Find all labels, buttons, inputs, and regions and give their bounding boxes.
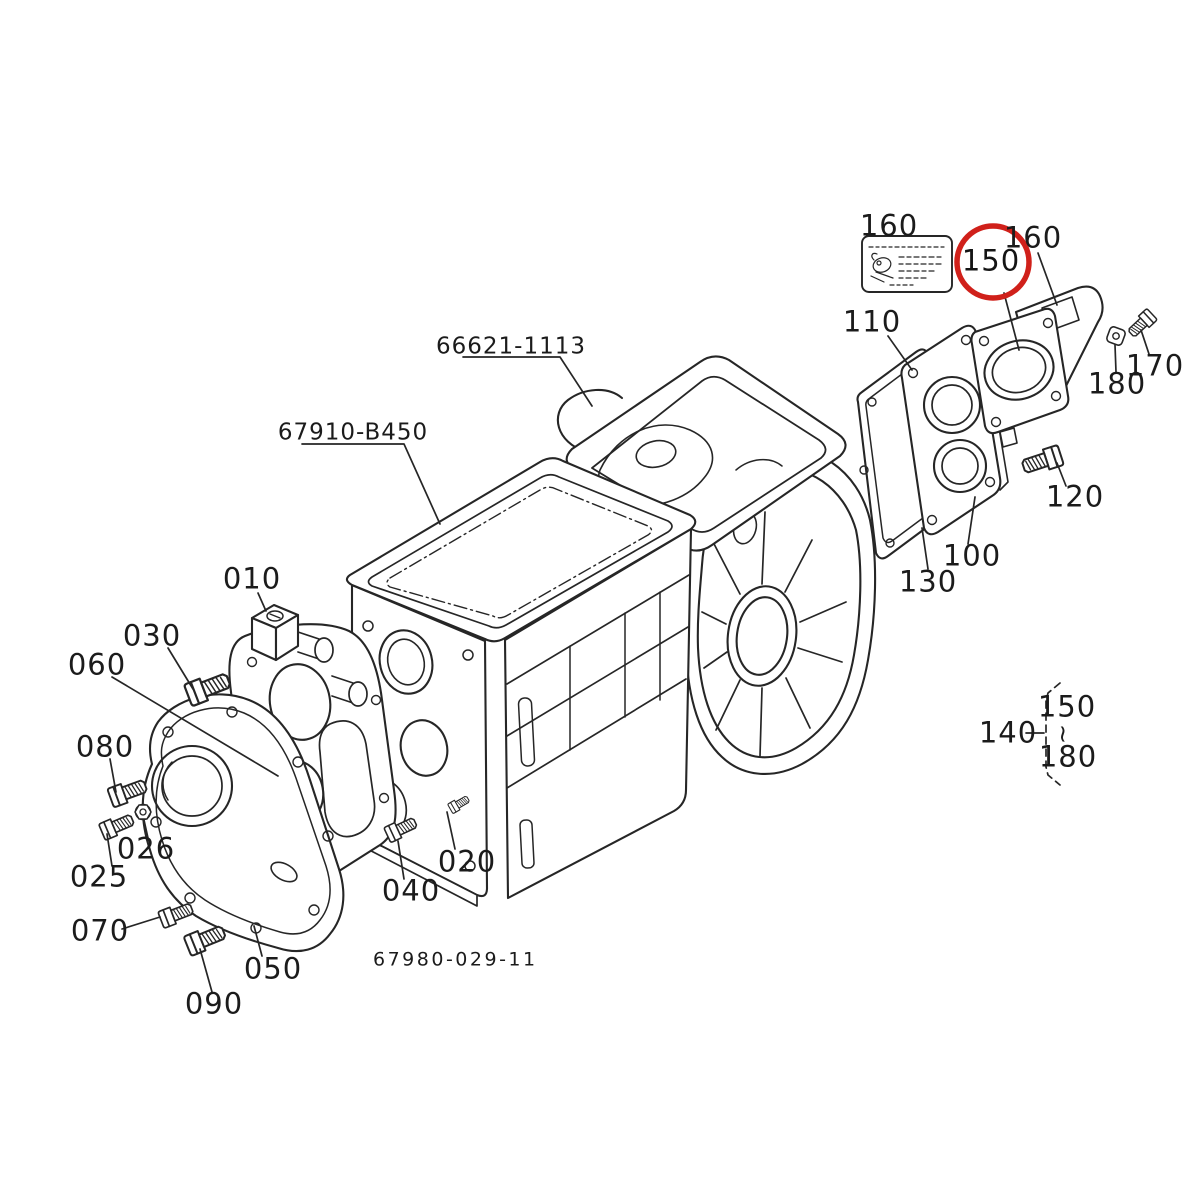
- callout-150-highlighted: 150: [961, 243, 1021, 278]
- callout-040: 040: [381, 873, 441, 908]
- callout-050: 050: [243, 951, 303, 986]
- callout-130: 130: [898, 564, 958, 599]
- bolt-120: [1019, 443, 1065, 478]
- range-to-180: 180: [1038, 739, 1098, 774]
- callout-030: 030: [122, 618, 182, 653]
- callout-180: 180: [1087, 366, 1147, 401]
- leader-lines: [106, 252, 1150, 993]
- callout-070: 070: [70, 913, 130, 948]
- front-cover-plate-050: [141, 693, 345, 953]
- callout-120: 120: [1045, 479, 1105, 514]
- bolt-090: [182, 921, 229, 958]
- callout-140: 140: [978, 715, 1038, 750]
- callout-160-cover: 160: [1003, 220, 1063, 255]
- bearing-cover-100: [900, 324, 1009, 536]
- callout-080: 080: [75, 729, 135, 764]
- caution-decal: [861, 235, 953, 293]
- range-from-150: 150: [1037, 689, 1097, 724]
- range-bracket: [1045, 682, 1061, 786]
- highlight-circle: [954, 223, 1032, 301]
- bolt-070: [157, 899, 196, 930]
- callout-025: 025: [69, 859, 129, 894]
- drawing-number: 67980-029-11: [373, 948, 538, 971]
- callout-010: 010: [222, 561, 282, 596]
- callout-060: 060: [67, 647, 127, 682]
- washer-180: [1106, 326, 1126, 346]
- bolt-170: [1125, 307, 1159, 341]
- callout-160-decal: 160: [859, 208, 919, 243]
- callout-090: 090: [184, 986, 244, 1021]
- bracket-010: [250, 603, 368, 707]
- part-number-transmission-case: 67910-B450: [277, 419, 429, 446]
- callout-026: 026: [116, 831, 176, 866]
- rear-cover-group: [856, 285, 1159, 560]
- callout-110: 110: [842, 304, 902, 339]
- part-number-top-cover: 66621-1113: [436, 333, 586, 360]
- flange-cover-150: [970, 307, 1070, 448]
- nut-026: [134, 803, 152, 821]
- callout-170: 170: [1125, 348, 1185, 383]
- fasteners: [97, 668, 420, 958]
- callout-100: 100: [942, 538, 1002, 573]
- callout-020: 020: [437, 844, 497, 879]
